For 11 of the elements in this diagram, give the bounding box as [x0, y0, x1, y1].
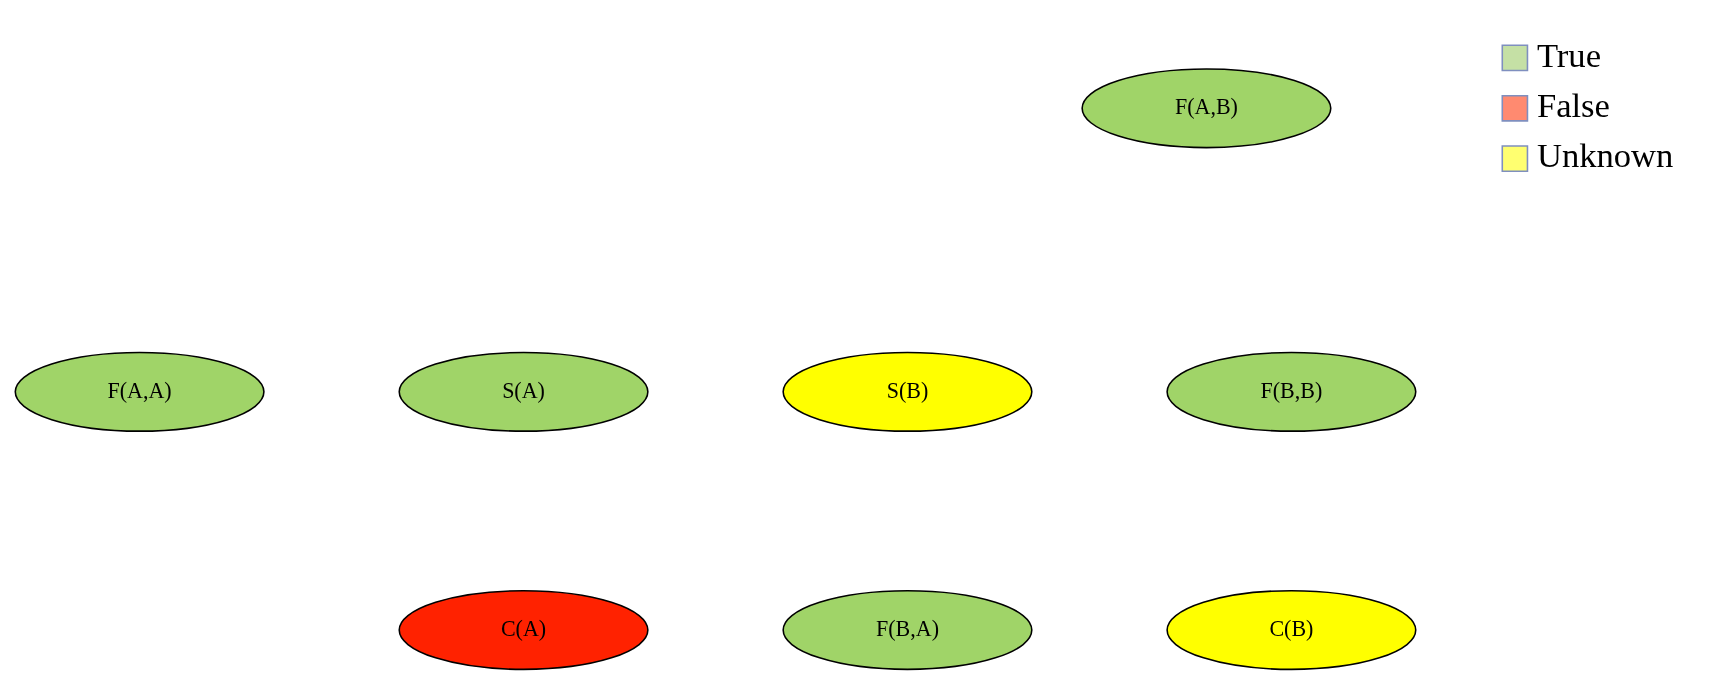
node-ellipse: F(A,B)	[1081, 68, 1332, 149]
node-ellipse: F(A,A)	[14, 351, 265, 432]
legend-label: False	[1536, 86, 1610, 125]
node-ellipse: C(B)	[1166, 589, 1417, 671]
legend-label: True	[1536, 35, 1602, 74]
node-ellipse: C(A)	[398, 589, 649, 671]
node-ellipse: F(B,A)	[782, 589, 1033, 671]
node-ellipse: F(B,B)	[1166, 351, 1417, 432]
node-ellipse: S(A)	[398, 351, 649, 432]
legend-label: Unknown	[1536, 136, 1674, 175]
node-ellipse: S(B)	[782, 351, 1033, 432]
